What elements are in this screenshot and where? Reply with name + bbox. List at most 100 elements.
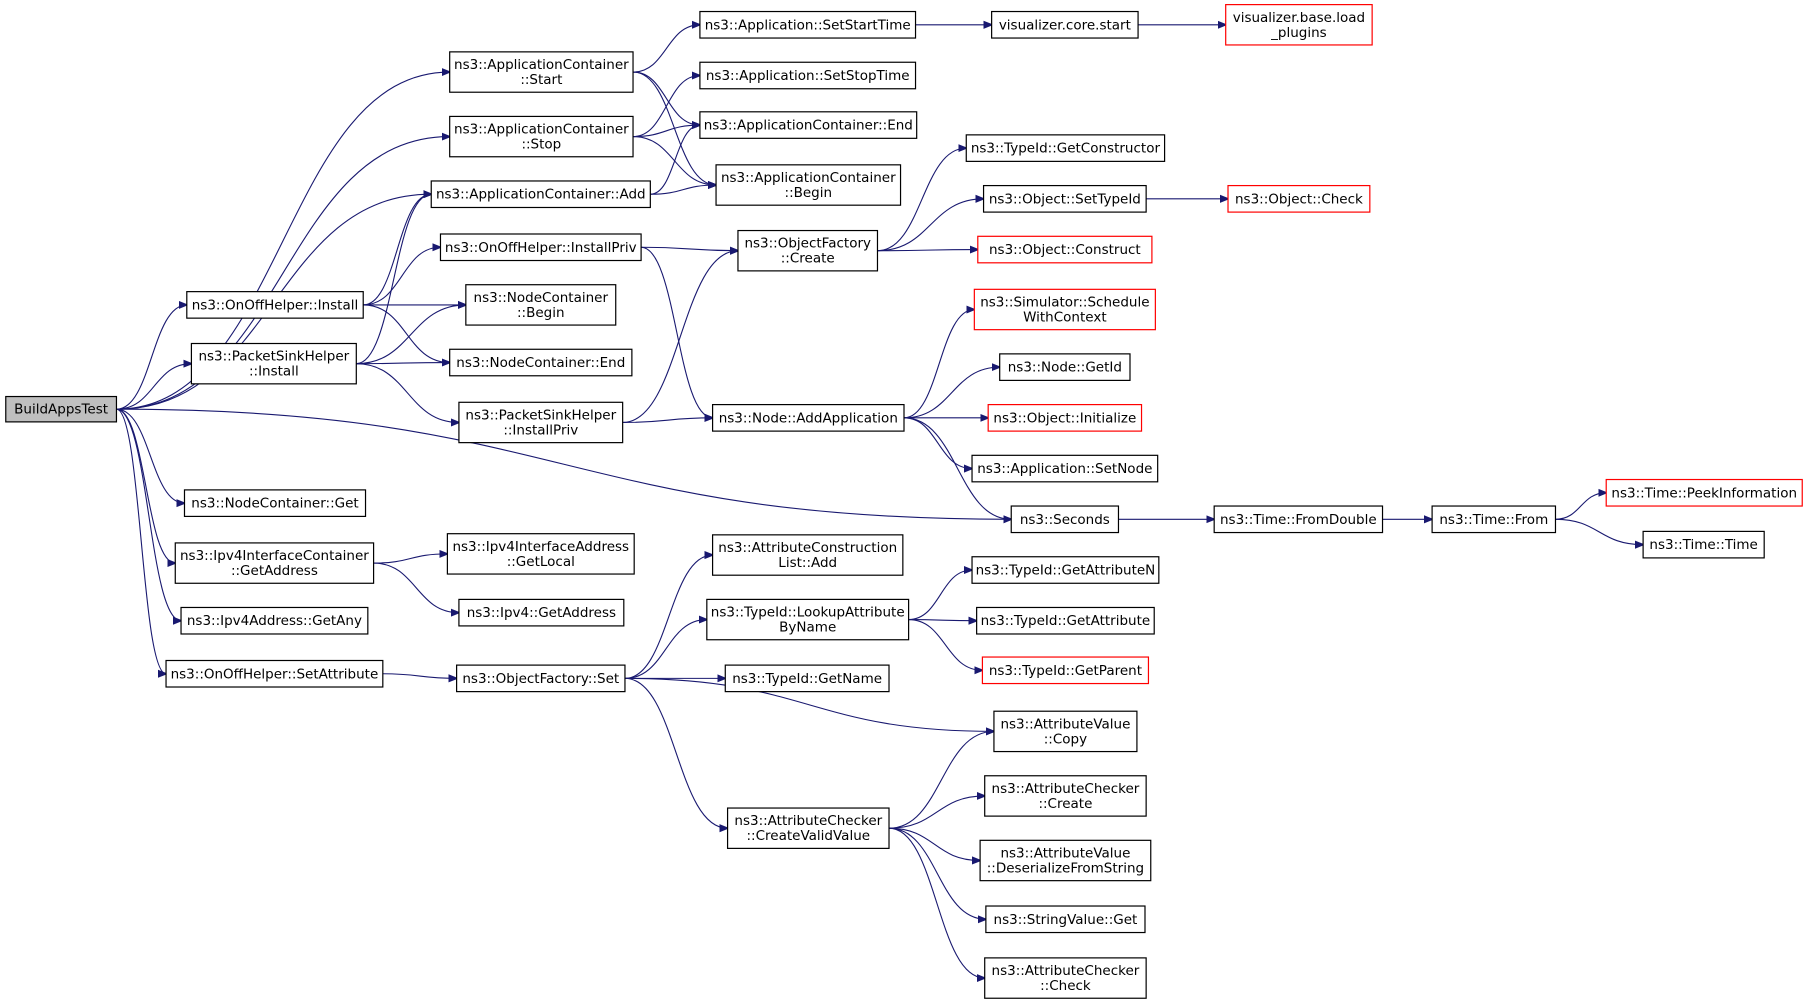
node-label: ns3::PacketSinkHelper bbox=[198, 349, 349, 365]
node-acBegin[interactable]: ns3::ApplicationContainer::Begin bbox=[715, 164, 902, 206]
edge-tidLookup-to-tidGetAttr bbox=[908, 620, 977, 621]
edge-ofCreate-to-tidGetCtor bbox=[877, 148, 966, 252]
node-label: ns3::ApplicationContainer::Add bbox=[436, 187, 646, 203]
node-label: ns3::Object::Initialize bbox=[993, 410, 1136, 426]
node-label: BuildAppsTest bbox=[14, 402, 108, 418]
node-ofCreate[interactable]: ns3::ObjectFactory::Create bbox=[737, 229, 879, 272]
node-acStop[interactable]: ns3::ApplicationContainer::Stop bbox=[449, 115, 634, 158]
node-box bbox=[971, 556, 1160, 584]
node-acCreate[interactable]: ns3::AttributeChecker::Create bbox=[984, 775, 1147, 817]
node-acAdd[interactable]: ns3::ApplicationContainer::Add bbox=[430, 180, 651, 209]
node-iicGetAddr[interactable]: ns3::Ipv4InterfaceContainer::GetAddress bbox=[174, 542, 375, 584]
node-appSetStart[interactable]: ns3::Application::SetStartTime bbox=[699, 10, 917, 39]
node-tidGetName[interactable]: ns3::TypeId::GetName bbox=[724, 664, 890, 693]
node-box bbox=[982, 184, 1147, 213]
edge-ofCreate-to-objConstruct bbox=[877, 250, 977, 251]
node-box bbox=[985, 905, 1146, 934]
node-vizLoad[interactable]: visualizer.base.load_plugins bbox=[1225, 4, 1373, 46]
node-tidGetAttrN[interactable]: ns3::TypeId::GetAttributeN bbox=[971, 556, 1160, 584]
edge-tidLookup-to-tidGetAttrN bbox=[908, 570, 972, 621]
edge-build-to-seconds bbox=[116, 408, 1011, 519]
node-box bbox=[984, 775, 1147, 817]
node-objConstruct[interactable]: ns3::Object::Construct bbox=[977, 235, 1153, 264]
node-label: ::GetAddress bbox=[231, 563, 318, 579]
node-onInstall[interactable]: ns3::OnOffHelper::Install bbox=[186, 291, 364, 319]
node-label: ns3::Object::Construct bbox=[989, 242, 1141, 258]
node-timeFromDouble[interactable]: ns3::Time::FromDouble bbox=[1213, 505, 1384, 534]
edge-build-to-onSetAttr bbox=[116, 408, 166, 674]
node-timeFrom[interactable]: ns3::Time::From bbox=[1431, 505, 1557, 534]
node-label: ::DeserializeFromString bbox=[987, 860, 1144, 876]
node-objInit[interactable]: ns3::Object::Initialize bbox=[987, 403, 1143, 432]
node-label: ns3::TypeId::GetParent bbox=[989, 663, 1142, 679]
node-ofSet[interactable]: ns3::ObjectFactory::Set bbox=[456, 664, 626, 693]
node-psInstallPriv[interactable]: ns3::PacketSinkHelper::InstallPriv bbox=[458, 401, 624, 444]
node-label: ns3::ApplicationContainer::End bbox=[704, 118, 913, 134]
node-box bbox=[737, 229, 879, 272]
node-svGet[interactable]: ns3::StringValue::Get bbox=[985, 905, 1146, 934]
edge-iicGetAddr-to-ipiaGetLocal bbox=[373, 554, 448, 564]
node-label: ns3::NodeContainer::End bbox=[456, 355, 625, 371]
node-timePeek[interactable]: ns3::Time::PeekInformation bbox=[1605, 478, 1803, 507]
node-box bbox=[1227, 184, 1371, 213]
node-box bbox=[1225, 4, 1373, 46]
edge-build-to-psInstall bbox=[116, 364, 191, 410]
node-avCopy[interactable]: ns3::AttributeValue::Copy bbox=[993, 710, 1138, 753]
node-box bbox=[458, 401, 624, 444]
edge-ofSet-to-avCopy bbox=[624, 677, 994, 731]
node-objCheck[interactable]: ns3::Object::Check bbox=[1227, 184, 1371, 213]
node-timeTime[interactable]: ns3::Time::Time bbox=[1642, 530, 1765, 559]
node-avDeser[interactable]: ns3::AttributeValue::DeserializeFromStri… bbox=[979, 839, 1152, 882]
node-ipv4GetAddr[interactable]: ns3::Ipv4::GetAddress bbox=[458, 598, 625, 627]
edge-nodeAddApp-to-simSched bbox=[903, 309, 974, 419]
node-acStart[interactable]: ns3::ApplicationContainer::Start bbox=[449, 51, 634, 93]
node-box bbox=[449, 348, 633, 377]
node-appSetStop[interactable]: ns3::Application::SetStopTime bbox=[699, 61, 917, 90]
edge-ofCreate-to-objSetTid bbox=[877, 199, 983, 252]
node-label: ns3::Time::FromDouble bbox=[1220, 512, 1377, 528]
node-box bbox=[715, 164, 902, 206]
node-build[interactable]: BuildAppsTest bbox=[5, 395, 118, 423]
node-label: ns3::OnOffHelper::Install bbox=[192, 297, 359, 313]
node-objSetTid[interactable]: ns3::Object::SetTypeId bbox=[982, 184, 1147, 213]
node-acCheck[interactable]: ns3::AttributeChecker::Check bbox=[984, 957, 1147, 999]
edge-build-to-acStart bbox=[116, 72, 449, 410]
node-ipiaGetLocal[interactable]: ns3::Ipv4InterfaceAddress::GetLocal bbox=[446, 533, 635, 575]
node-psInstall[interactable]: ns3::PacketSinkHelper::Install bbox=[190, 342, 357, 385]
node-ipAny[interactable]: ns3::Ipv4Address::GetAny bbox=[180, 606, 369, 635]
node-ncGet[interactable]: ns3::NodeContainer::Get bbox=[183, 489, 367, 518]
node-label: ns3::Simulator::Schedule bbox=[980, 294, 1149, 310]
node-box bbox=[711, 534, 904, 576]
node-label: ns3::Object::SetTypeId bbox=[989, 191, 1141, 207]
node-tidGetAttr[interactable]: ns3::TypeId::GetAttribute bbox=[976, 606, 1155, 635]
node-appSetNode[interactable]: ns3::Application::SetNode bbox=[971, 454, 1159, 483]
edge-onInstallPriv-to-ofCreate bbox=[641, 247, 738, 250]
node-tidGetParent[interactable]: ns3::TypeId::GetParent bbox=[981, 656, 1150, 685]
node-acCreateValid[interactable]: ns3::AttributeChecker::CreateValidValue bbox=[726, 807, 890, 849]
node-seconds[interactable]: ns3::Seconds bbox=[1010, 505, 1120, 534]
edge-tidLookup-to-tidGetParent bbox=[908, 619, 983, 671]
edge-nodeAddApp-to-seconds bbox=[903, 417, 1011, 519]
node-nodeAddApp[interactable]: ns3::Node::AddApplication bbox=[711, 403, 905, 432]
edge-build-to-acStop bbox=[116, 137, 449, 410]
node-acEnd[interactable]: ns3::ApplicationContainer::End bbox=[699, 111, 918, 139]
node-nodeGetId[interactable]: ns3::Node::GetId bbox=[999, 353, 1131, 381]
node-onInstallPriv[interactable]: ns3::OnOffHelper::InstallPriv bbox=[439, 233, 642, 262]
edge-timeFrom-to-timePeek bbox=[1555, 493, 1606, 520]
node-label: ::CreateValidValue bbox=[747, 828, 871, 844]
node-label: ns3::OnOffHelper::SetAttribute bbox=[171, 666, 379, 682]
node-box bbox=[446, 533, 635, 575]
edge-nodeAddApp-to-appSetNode bbox=[903, 417, 972, 469]
node-label: ::Create bbox=[781, 251, 835, 267]
node-box bbox=[706, 598, 910, 641]
node-vizStart[interactable]: visualizer.core.start bbox=[991, 10, 1139, 39]
node-tidGetCtor[interactable]: ns3::TypeId::GetConstructor bbox=[965, 134, 1166, 162]
node-onSetAttr[interactable]: ns3::OnOffHelper::SetAttribute bbox=[165, 659, 384, 688]
node-ncEnd[interactable]: ns3::NodeContainer::End bbox=[449, 348, 633, 377]
node-box bbox=[993, 710, 1138, 753]
node-ncBegin[interactable]: ns3::NodeContainer::Begin bbox=[465, 284, 617, 326]
node-box bbox=[977, 235, 1153, 264]
